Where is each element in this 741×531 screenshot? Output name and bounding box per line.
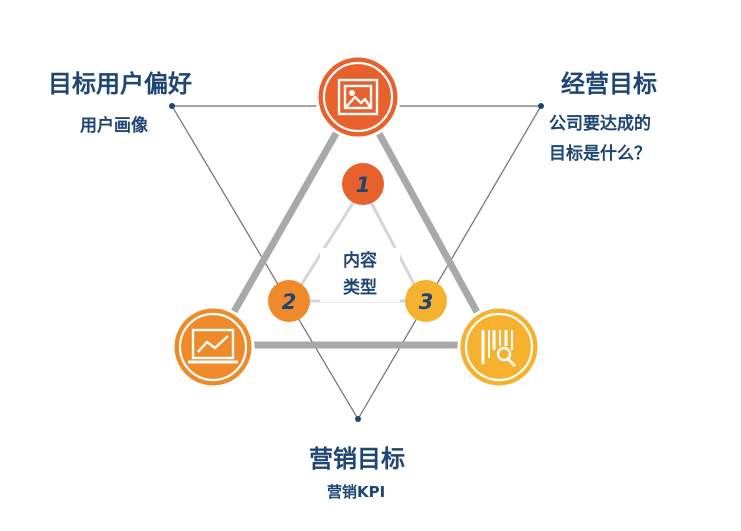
node-2: 2 bbox=[268, 280, 310, 322]
center-label: 内容 类型 bbox=[320, 248, 400, 302]
top-right-subtitle: 公司要达成的 目标是什么？ bbox=[549, 114, 651, 164]
image-icon bbox=[337, 78, 379, 116]
barcode-search-icon bbox=[481, 330, 517, 368]
outer-triangle-frame bbox=[211, 91, 499, 349]
top-left-title: 目标用户偏好 bbox=[48, 70, 192, 98]
top-left-subtitle: 用户画像 bbox=[80, 116, 148, 136]
monitor-chart-icon-circle bbox=[171, 305, 255, 389]
barcode-search-icon-circle bbox=[457, 305, 541, 389]
node-1-number: 1 bbox=[356, 173, 371, 197]
monitor-chart-icon bbox=[188, 328, 238, 364]
top-right-marker bbox=[538, 103, 544, 109]
node-3: 3 bbox=[405, 280, 447, 322]
image-icon-circle bbox=[315, 54, 401, 140]
node-2-number: 2 bbox=[282, 290, 297, 314]
node-3-number: 3 bbox=[419, 290, 434, 314]
node-1: 1 bbox=[342, 163, 384, 205]
bottom-marker bbox=[355, 416, 361, 422]
top-right-title: 经营目标 bbox=[561, 70, 657, 98]
bottom-title: 营销目标 bbox=[309, 445, 405, 473]
bottom-subtitle: 营销KPI bbox=[327, 483, 386, 501]
top-left-marker bbox=[169, 103, 175, 109]
